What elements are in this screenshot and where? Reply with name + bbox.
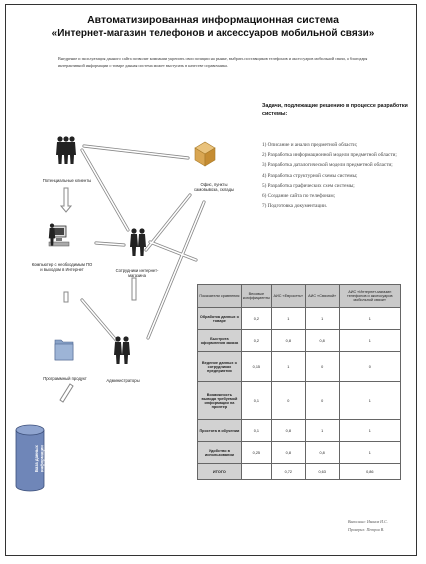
table-cell: 1: [338, 381, 402, 420]
task-item: 7) Подготовка документации.: [262, 203, 328, 210]
task-item: 5) Разработка графических схем системы;: [262, 182, 355, 189]
task-item: 6) Создание сайта по телефонам;: [262, 193, 336, 200]
signature-block: Выполнил: Иванов И.С. Проверил: Петров В…: [348, 518, 388, 534]
table-cell: 0,2: [240, 307, 272, 330]
table-cell: 1: [338, 307, 402, 330]
table-cell: 1: [338, 329, 402, 352]
table-cell: Ведение данных о сотрудниках предприятия: [197, 351, 242, 382]
poster-frame: [5, 4, 417, 556]
employees-figure: [130, 228, 146, 256]
signature-reviewer: Проверил: Петров В.: [348, 527, 385, 532]
table-cell: 1: [270, 351, 306, 382]
table-cell: 0,2: [240, 329, 272, 352]
table-cell: 0,8: [270, 441, 306, 464]
comparison-table: Показатели сравнения Весовые коэффициент…: [197, 284, 402, 480]
task-item: 1) Описание и анализ предметной области;: [262, 142, 358, 148]
database-icon: [15, 424, 45, 492]
office-label: Офис, пункты самовывоза, склады: [193, 182, 235, 193]
tasks-block: Задачи, подлежащие решению в процессе ра…: [262, 102, 412, 211]
table-cell: 0: [304, 381, 340, 420]
table-cell: [240, 463, 272, 480]
table-cell: 1: [304, 307, 340, 330]
table-row: Ведение данных о сотрудниках предприятия…: [197, 351, 402, 382]
table-row: Простота в обучении 0,1 0,8 1 1: [197, 419, 402, 442]
diagram-arrows-vertical: [59, 187, 137, 403]
table-cell: 1: [338, 419, 402, 442]
table-cell: 0,1: [240, 419, 272, 442]
table-row: Обработка данных о товаре 0,2 1 1 1: [197, 307, 402, 330]
table-cell: 0,8: [304, 329, 340, 352]
table-cell: 0,25: [240, 441, 272, 464]
table-cell: Удобство в использовании: [197, 441, 242, 464]
table-cell: 1: [304, 419, 340, 442]
column-header: Показатели сравнения: [197, 284, 242, 308]
employees-label: Сотрудники интернет-магазина: [115, 268, 159, 279]
computer-icon: [48, 223, 70, 247]
tasks-heading: Задачи, подлежащие решению в процессе ра…: [262, 103, 408, 117]
table-cell: 0: [270, 381, 306, 420]
intro-text: Внедрение и эксплуатация данного сайта п…: [58, 56, 368, 68]
table-cell: 0,63: [304, 463, 340, 480]
column-header: Весовые коэффициенты: [240, 284, 272, 308]
software-label: Программный продукт: [43, 376, 87, 381]
table-cell: ИТОГО: [197, 463, 242, 480]
signature-author: Выполнил: Иванов И.С.: [348, 519, 388, 524]
table-total-row: ИТОГО 0,72 0,63 0,86: [197, 463, 402, 480]
table-header-row: Показатели сравнения Весовые коэффициент…: [197, 284, 402, 308]
table-row: Быстрота оформления заказа 0,2 0,8 0,8 1: [197, 329, 402, 352]
table-cell: 0,1: [240, 381, 272, 420]
table-cell: 0,8: [270, 329, 306, 352]
table-cell: 1: [338, 441, 402, 464]
admins-figure: [114, 336, 130, 364]
table-cell: Быстрота оформления заказа: [197, 329, 242, 352]
admins-label: Администраторы: [106, 378, 140, 383]
column-header: АИС «Связной»: [304, 284, 340, 308]
table-cell: Простота в обучении: [197, 419, 242, 442]
table-cell: Возможность вывода требуемой информации …: [197, 381, 242, 420]
table-row: Удобство в использовании 0,25 0,8 0,8 1: [197, 441, 402, 464]
page-subtitle: «Интернет-магазин телефонов и аксессуаро…: [51, 28, 375, 39]
column-header: АИС «Интернет-магазин телефонов и аксесс…: [338, 284, 402, 308]
table-cell: 0,72: [270, 463, 306, 480]
column-header: АИС «Евросеть»: [270, 284, 306, 308]
task-item: 4) Разработка структурной схемы системы;: [262, 172, 358, 179]
clients-label: Потенциальные клиенты: [42, 178, 92, 183]
table-cell: 0,8: [270, 419, 306, 442]
table-cell: 1: [270, 307, 306, 330]
tasks-list: 1) Описание и анализ предметной области;…: [262, 140, 412, 211]
task-item: 3) Разработка даталогической модели пред…: [262, 162, 393, 169]
table-cell: 0,8: [304, 441, 340, 464]
table-cell: Обработка данных о товаре: [197, 307, 242, 330]
computer-label: Компьютер с необходимым ПО и выходом в И…: [31, 262, 93, 273]
clients-figure: [56, 136, 76, 164]
table-cell: 0: [304, 351, 340, 382]
page-title: Автоматизированная информационная систем…: [87, 14, 339, 26]
table-row: Возможность вывода требуемой информации …: [197, 381, 402, 420]
folder-icon: [54, 339, 74, 361]
diagram-arrows-inner: [81, 145, 205, 341]
office-box-icon: [194, 141, 216, 167]
database-label: База данных информации: [34, 445, 45, 473]
table-cell: 0: [338, 351, 402, 382]
table-cell: 0,86: [338, 463, 402, 480]
table-cell: 0,15: [240, 351, 272, 382]
task-item: 2) Разработка информационной модели пред…: [262, 152, 397, 159]
